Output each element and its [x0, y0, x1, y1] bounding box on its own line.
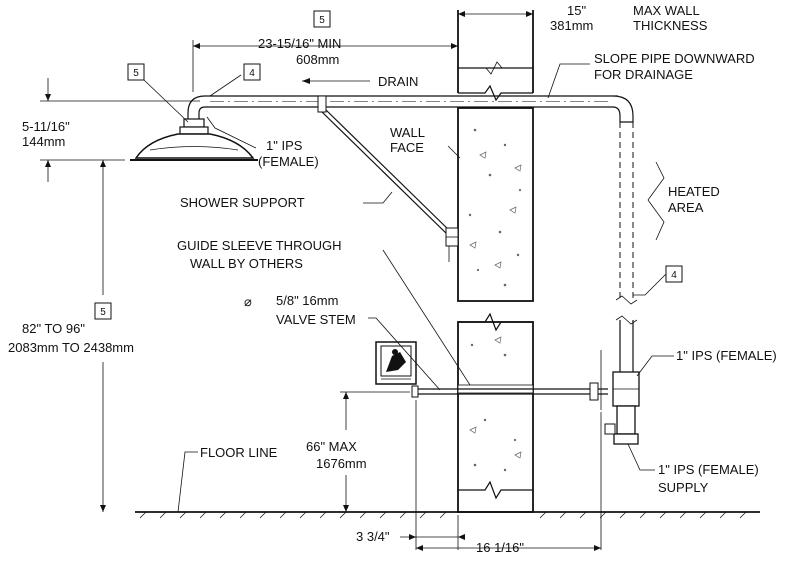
guide-sleeve-label-2: WALL BY OTHERS	[190, 256, 303, 271]
valve-stem-size-label: 5/8" 16mm	[276, 293, 338, 308]
wall-thickness-mm-label: 381mm	[550, 18, 593, 33]
valve-stem	[411, 350, 608, 410]
tag-label: 5	[100, 307, 106, 318]
dimension-16-1-16-label: 16 1/16"	[476, 540, 524, 555]
supply-label: SUPPLY	[658, 480, 709, 495]
wall-thickness-inch-label: 15"	[567, 3, 586, 18]
shower-support-bracket	[317, 95, 459, 262]
tag-label: 5	[319, 15, 325, 26]
guide-sleeve-label: GUIDE SLEEVE THROUGH	[177, 238, 341, 253]
floor-line	[135, 511, 760, 519]
valve-stem-label: VALVE STEM	[276, 312, 356, 327]
ips-top-label: 1" IPS	[266, 138, 303, 153]
area-label: AREA	[668, 200, 704, 215]
shower-head	[130, 118, 258, 161]
shower-support-label: SHOWER SUPPORT	[180, 195, 305, 210]
horizontal-supply-pipe	[187, 95, 634, 123]
valve-height-label: 66" MAX	[306, 439, 357, 454]
dimension-3-3-4-label: 3 3/4"	[356, 529, 390, 544]
tag-box-5-head: 5	[127, 63, 189, 123]
tag-label: 4	[249, 68, 255, 79]
shower-height-mm-label: 2083mm TO 2438mm	[8, 340, 134, 355]
tag-box-4-right: 4	[665, 265, 683, 283]
wall-upper	[457, 107, 534, 302]
drain-arrow	[302, 78, 370, 84]
wall-top-stub	[457, 10, 534, 102]
wall-thickness-dimension	[458, 11, 533, 17]
emergency-shower-sign-icon	[375, 341, 417, 385]
head-drop-mm-label: 144mm	[22, 134, 65, 149]
thickness-label: THICKNESS	[633, 18, 708, 33]
max-wall-label: MAX WALL	[633, 3, 700, 18]
min-dimension-label: 23-15/16" MIN	[258, 36, 341, 51]
shower-height-label: 82" TO 96"	[22, 321, 85, 336]
tag-box-5-top: 5	[313, 10, 331, 28]
diameter-symbol: ⌀	[244, 294, 252, 309]
ips-supply-label: 1" IPS (FEMALE)	[658, 462, 759, 477]
valve-height-dimension	[340, 391, 410, 512]
valve-body	[604, 371, 640, 445]
tag-label: 5	[133, 68, 139, 79]
head-drop-inch-label: 5-11/16"	[22, 119, 70, 134]
tag-box-4-top: 4	[243, 63, 261, 81]
head-drop-dimension	[40, 78, 200, 182]
bottom-dimensions	[400, 400, 602, 551]
wall-face-label: WALL	[390, 125, 425, 140]
wall-face-label-2: FACE	[390, 140, 424, 155]
min-dimension-mm-label: 608mm	[296, 52, 339, 67]
tag-box-5-height: 5	[94, 302, 112, 320]
min-distance-dimension	[192, 40, 458, 92]
leader-lines	[177, 63, 674, 513]
wall-lower	[457, 312, 534, 513]
vertical-riser-pipe	[615, 122, 638, 372]
head-height-dimension	[100, 160, 106, 512]
heated-label: HEATED	[668, 184, 720, 199]
ips-top-female-label: (FEMALE)	[258, 154, 319, 169]
floor-line-label: FLOOR LINE	[200, 445, 278, 460]
ips-valve-label: 1" IPS (FEMALE)	[676, 348, 777, 363]
slope-pipe-label: SLOPE PIPE DOWNWARD	[594, 51, 755, 66]
valve-height-mm-label: 1676mm	[316, 456, 367, 471]
drainage-label: FOR DRAINAGE	[594, 67, 693, 82]
drain-label: DRAIN	[378, 74, 418, 89]
tag-label: 4	[671, 270, 677, 281]
